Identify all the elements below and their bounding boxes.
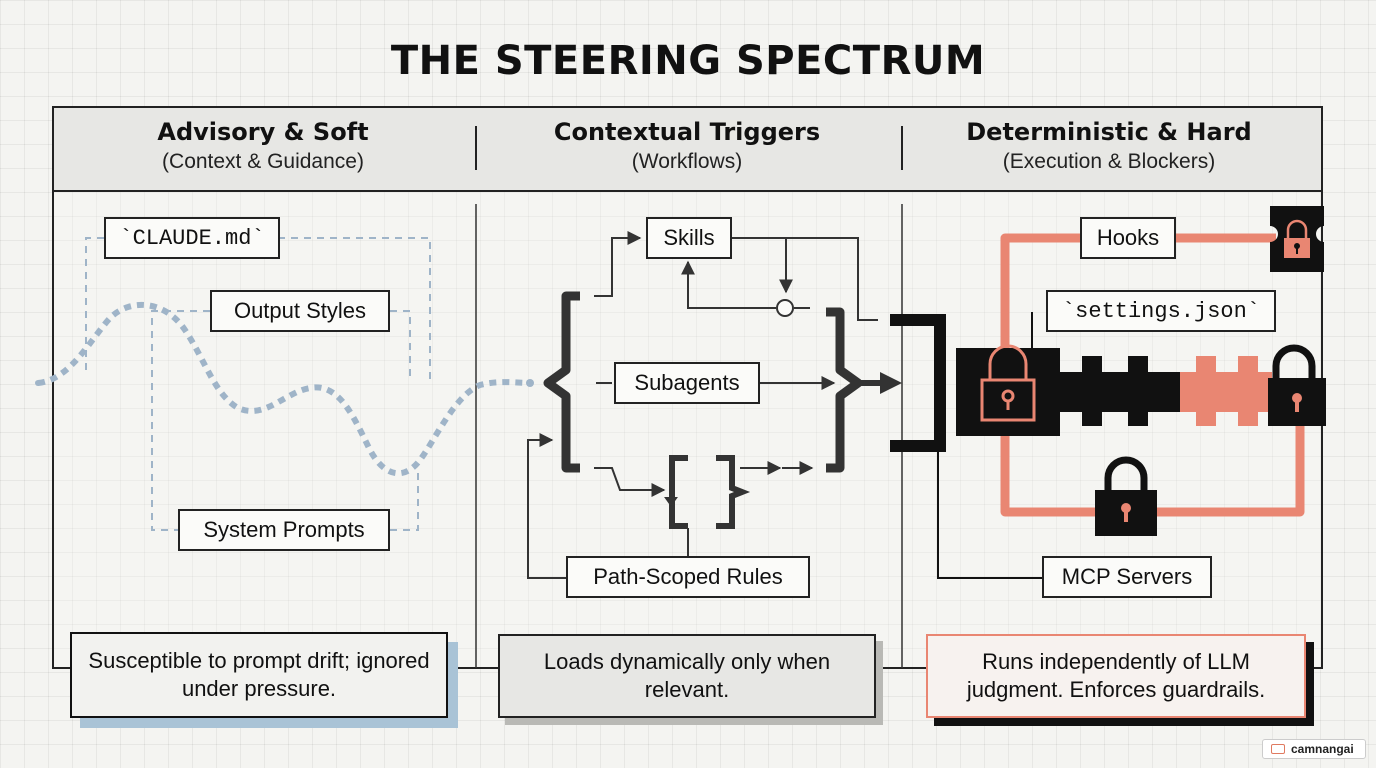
column-heading: Deterministic & Hard — [966, 118, 1252, 146]
prompt-drift-wave — [35, 237, 534, 531]
column-heading: Advisory & Soft — [157, 118, 369, 146]
lock-icon — [1104, 456, 1148, 522]
subagents-box: Subagents — [614, 362, 760, 404]
trigger-routing — [527, 231, 902, 579]
hooks-label: Hooks — [1096, 225, 1160, 250]
column-header-triggers: Contextual Triggers (Workflows) — [497, 118, 877, 174]
column-header-deterministic: Deterministic & Hard (Execution & Blocke… — [919, 118, 1299, 174]
column-subheading: (Execution & Blockers) — [1002, 150, 1216, 173]
deterministic-note: Runs independently of LLM judgment. Enfo… — [926, 634, 1306, 718]
page-title: THE STEERING SPECTRUM — [390, 38, 986, 84]
lock-icon — [1284, 219, 1310, 258]
path-scoped-rules-label: Path-Scoped Rules — [593, 564, 783, 589]
column-header-advisory: Advisory & Soft (Context & Guidance) — [73, 118, 453, 174]
skills-box: Skills — [646, 217, 732, 259]
output-styles-label: Output Styles — [233, 298, 367, 323]
brand-logo-icon — [1271, 744, 1285, 754]
lock-icon — [1268, 344, 1326, 426]
triggers-note: Loads dynamically only when relevant. — [498, 634, 876, 718]
column-subheading: (Context & Guidance) — [162, 150, 364, 173]
column-subheading: (Workflows) — [631, 150, 743, 173]
output-styles-box: Output Styles — [210, 290, 390, 332]
column-heading: Contextual Triggers — [553, 118, 821, 146]
mcp-servers-label: MCP Servers — [1061, 564, 1193, 589]
advisory-note: Susceptible to prompt drift; ignored und… — [70, 632, 448, 718]
brand-badge: camnangai — [1262, 739, 1366, 759]
guardrail-circuit — [890, 206, 1324, 579]
lock-icon — [980, 344, 1036, 422]
claude-md-box: `CLAUDE.md` — [104, 217, 280, 259]
settings-json-box: `settings.json` — [1046, 290, 1276, 332]
path-scoped-rules-box: Path-Scoped Rules — [566, 556, 810, 598]
triggers-note-text: Loads dynamically only when relevant. — [543, 649, 831, 702]
mcp-servers-box: MCP Servers — [1042, 556, 1212, 598]
deterministic-note-text: Runs independently of LLM judgment. Enfo… — [966, 649, 1266, 702]
advisory-note-text: Susceptible to prompt drift; ignored und… — [88, 648, 430, 701]
settings-json-label: `settings.json` — [1061, 298, 1261, 324]
claude-md-label: `CLAUDE.md` — [119, 225, 265, 251]
header-band — [52, 106, 1323, 192]
brand-label: camnangai — [1291, 742, 1354, 756]
skills-label: Skills — [663, 225, 715, 250]
system-prompts-box: System Prompts — [178, 509, 390, 551]
system-prompts-label: System Prompts — [203, 517, 365, 542]
hooks-box: Hooks — [1080, 217, 1176, 259]
subagents-label: Subagents — [634, 370, 740, 395]
